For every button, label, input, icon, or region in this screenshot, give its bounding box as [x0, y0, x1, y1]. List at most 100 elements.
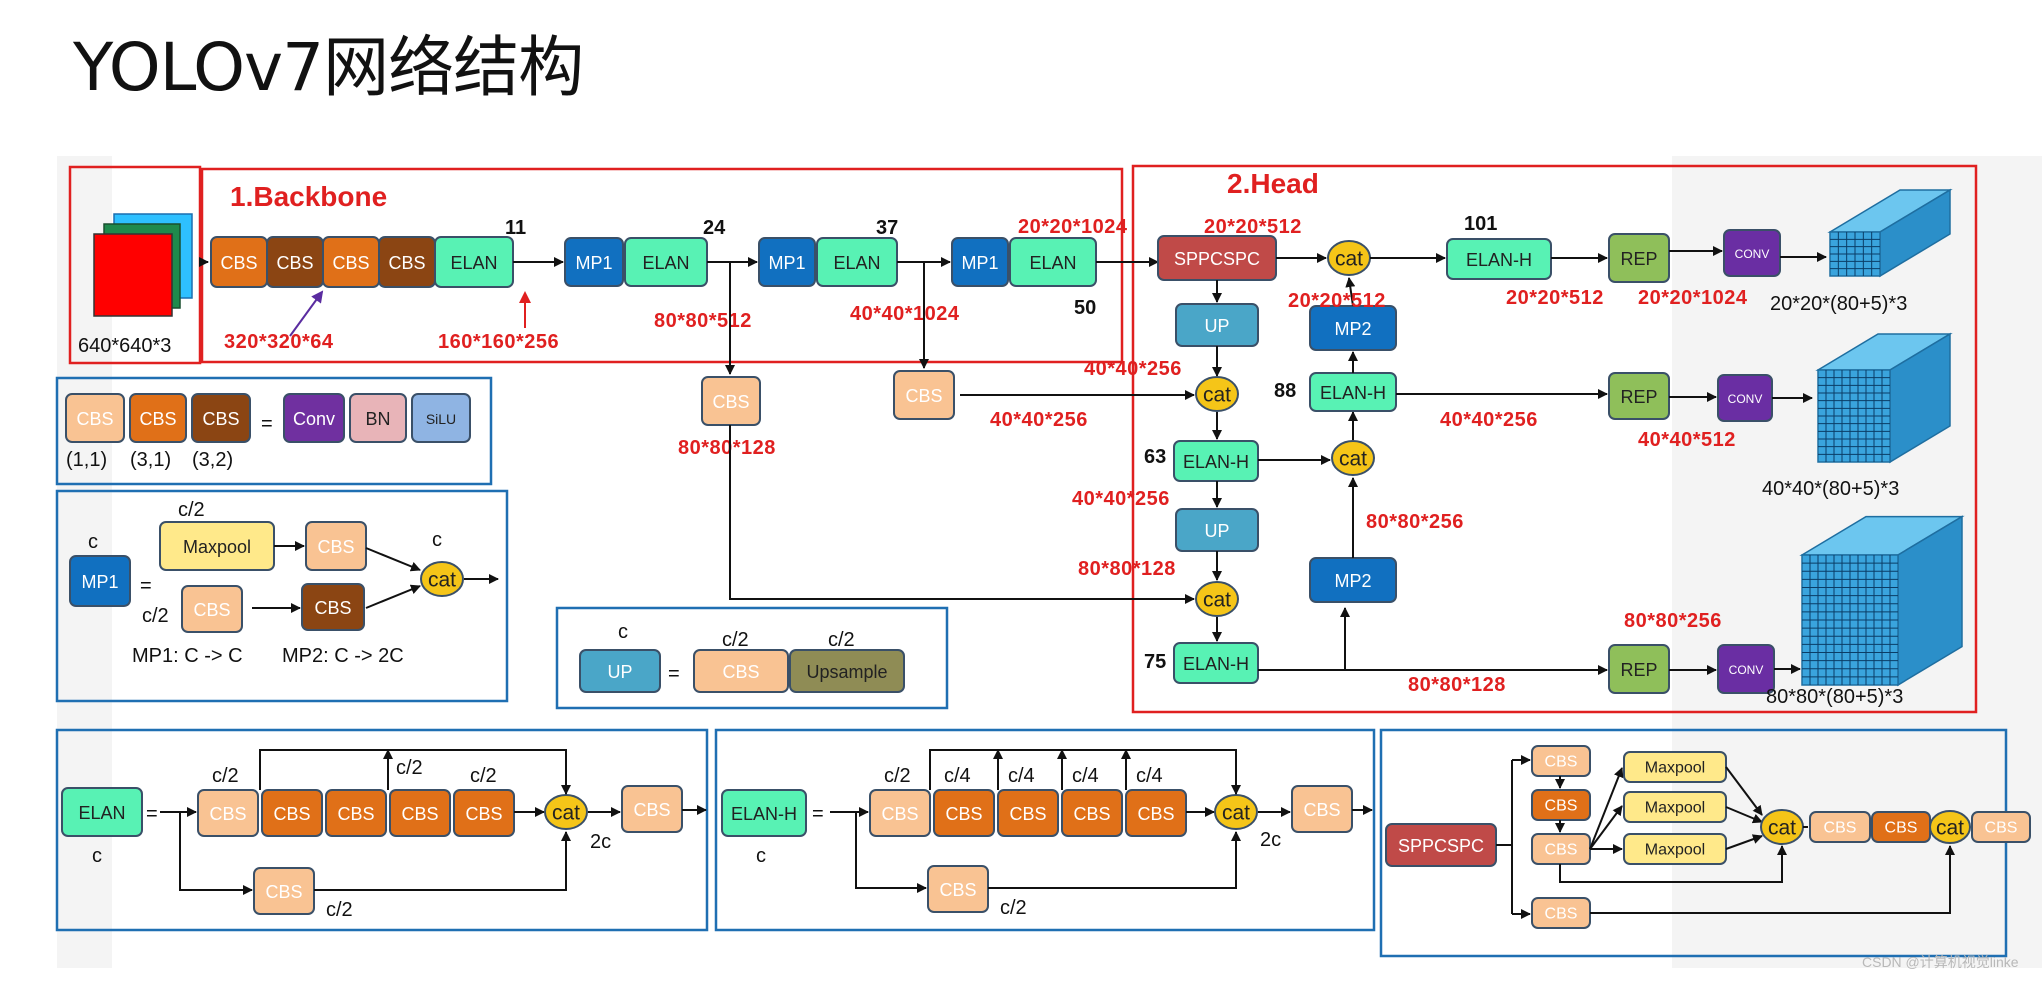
- legend-elan-c: c: [92, 845, 102, 867]
- head-elanh-3-label: ELAN-H: [1183, 654, 1249, 674]
- legend-spp-cbs-6-label: CBS: [1885, 820, 1918, 837]
- legend-elan-cbs-2: CBS: [261, 789, 323, 837]
- backbone-side-cbs-2: CBS: [893, 370, 955, 420]
- backbone-elan-1: ELAN: [434, 236, 514, 288]
- backbone-side-cbs-1-label: CBS: [712, 392, 749, 412]
- dim-head-80-128-b: 80*80*128: [1408, 674, 1506, 696]
- connector-arrow: [1725, 766, 1763, 816]
- head-rep-2-label: REP: [1620, 387, 1657, 407]
- head-rep-3: REP: [1608, 644, 1670, 694]
- connector-arrow: [1345, 277, 1356, 307]
- legend-up-c: c: [618, 621, 628, 643]
- dim-head-40-256-c: 40*40*256: [1072, 488, 1170, 510]
- legend-spp-maxpool-2: Maxpool: [1623, 791, 1727, 823]
- connector-arrow: [314, 831, 571, 891]
- connector-arrow: [1589, 767, 1624, 850]
- legend-elanh: ELAN-H: [721, 789, 807, 837]
- legend-elanh-cbs-out: CBS: [1291, 785, 1353, 833]
- legend-mp-frame: [55, 489, 509, 703]
- backbone-side-cbs-1: CBS: [701, 376, 761, 426]
- dim-80-512: 80*80*512: [654, 310, 752, 332]
- legend-elan-2c: 2c: [590, 831, 611, 853]
- legend-elan-cat: cat: [544, 794, 588, 830]
- layer-num-11: 11: [505, 217, 526, 239]
- legend-spp-cbs-4: CBS: [1531, 897, 1591, 929]
- backbone-cbs-4: CBS: [378, 236, 436, 288]
- legend-mp-c2-top: c/2: [178, 499, 205, 521]
- legend-bn-label: BN: [365, 409, 390, 429]
- legend-up-cbs-label: CBS: [722, 662, 759, 682]
- head-mp2-1-label: MP2: [1334, 319, 1371, 339]
- head-mp2-1: MP2: [1309, 305, 1397, 351]
- legend-spp-cat-1: cat: [1760, 809, 1804, 845]
- connector-arrow: [289, 290, 324, 337]
- output-label-20: 20*20*(80+5)*3: [1770, 293, 1907, 315]
- legend-maxpool: Maxpool: [159, 521, 275, 571]
- legend-spp-maxpool-3-label: Maxpool: [1645, 842, 1705, 859]
- legend-elanh-cbs-1-label: CBS: [881, 804, 918, 824]
- layer-num-63: 63: [1144, 446, 1166, 468]
- legend-silu-label: SiLU: [426, 411, 456, 427]
- dim-head-80-128-a: 80*80*128: [1078, 558, 1176, 580]
- head-cat-4: cat: [1331, 440, 1375, 476]
- head-cat-1: cat: [1327, 240, 1371, 276]
- legend-elanh-cbs-5-label: CBS: [1137, 804, 1174, 824]
- legend-elanh-cat: cat: [1214, 794, 1258, 830]
- layer-num-24: 24: [703, 217, 726, 239]
- backbone-section-title: 1.Backbone: [230, 181, 387, 212]
- legend-up-c2-b: c/2: [828, 629, 855, 651]
- backbone-cbs-4-label: CBS: [388, 253, 425, 273]
- legend-elanh-2c: 2c: [1260, 829, 1281, 851]
- legend-mp-cbs-1-label: CBS: [317, 537, 354, 557]
- legend-elanh-cbs-5: CBS: [1125, 789, 1187, 837]
- dim-head-80-256-a: 80*80*256: [1366, 511, 1464, 533]
- legend-mp-cbs-3-label: CBS: [314, 598, 351, 618]
- legend-spp-maxpool-1: Maxpool: [1623, 751, 1727, 783]
- head-elanh-1-label: ELAN-H: [1466, 250, 1532, 270]
- head-sppcspc-label: SPPCSPC: [1174, 249, 1260, 269]
- backbone-cbs-2: CBS: [266, 236, 324, 288]
- head-conv-2-label: CONV: [1728, 392, 1763, 406]
- legend-elanh-cbs-2: CBS: [933, 789, 995, 837]
- layer-num-37: 37: [876, 217, 898, 239]
- backbone-elan-3: ELAN: [816, 237, 898, 287]
- dim-head-20-1024: 20*20*1024: [1638, 287, 1748, 309]
- dim-40-256-side: 40*40*256: [990, 409, 1088, 431]
- legend-elan-c2-c: c/2: [470, 765, 497, 787]
- legend-param-3: (3,2): [192, 449, 233, 471]
- legend-elanh-cbs-4: CBS: [1061, 789, 1123, 837]
- head-elanh-2-label: ELAN-H: [1183, 452, 1249, 472]
- output-cube-80: [1799, 515, 1965, 687]
- legend-conv-label: Conv: [293, 409, 335, 429]
- head-elanh-4: ELAN-H: [1309, 372, 1397, 412]
- backbone-elan-2-label: ELAN: [642, 253, 689, 273]
- legend-elan-frame: [55, 728, 709, 932]
- input-size-label: 640*640*3: [78, 335, 171, 357]
- head-conv-3-label: CONV: [1729, 663, 1764, 677]
- dim-head-80-256-b: 80*80*256: [1624, 610, 1722, 632]
- cat-label: cat: [1936, 817, 1964, 840]
- connector-arrow: [365, 584, 421, 609]
- legend-cbs-dark-label: CBS: [202, 409, 239, 429]
- output-label-80: 80*80*(80+5)*3: [1766, 686, 1903, 708]
- backbone-elan-3-label: ELAN: [833, 253, 880, 273]
- backbone-elan-4: ELAN: [1009, 237, 1097, 287]
- output-label-40: 40*40*(80+5)*3: [1762, 478, 1899, 500]
- layer-num-75: 75: [1144, 651, 1166, 673]
- backbone-cbs-2-label: CBS: [276, 253, 313, 273]
- legend-up-frame: [555, 606, 949, 710]
- head-elanh-1: ELAN-H: [1446, 238, 1552, 280]
- dim-80-128: 80*80*128: [678, 437, 776, 459]
- dim-160: 160*160*256: [438, 331, 559, 353]
- output-cube-40: [1815, 332, 1953, 464]
- legend-upsample-label: Upsample: [806, 662, 887, 682]
- head-rep-2: REP: [1608, 372, 1670, 420]
- backbone-side-cbs-2-label: CBS: [905, 386, 942, 406]
- watermark: CSDN @计算机视觉linke: [1862, 954, 2019, 970]
- legend-elanh-cbs-3-label: CBS: [1009, 804, 1046, 824]
- legend-elan-c2-b: c/2: [396, 757, 423, 779]
- legend-spp-cbs-7: CBS: [1971, 811, 2031, 843]
- legend-silu: SiLU: [411, 393, 471, 443]
- connector-arrow: [1589, 805, 1623, 850]
- legend-spp-cbs-2-label: CBS: [1545, 798, 1578, 815]
